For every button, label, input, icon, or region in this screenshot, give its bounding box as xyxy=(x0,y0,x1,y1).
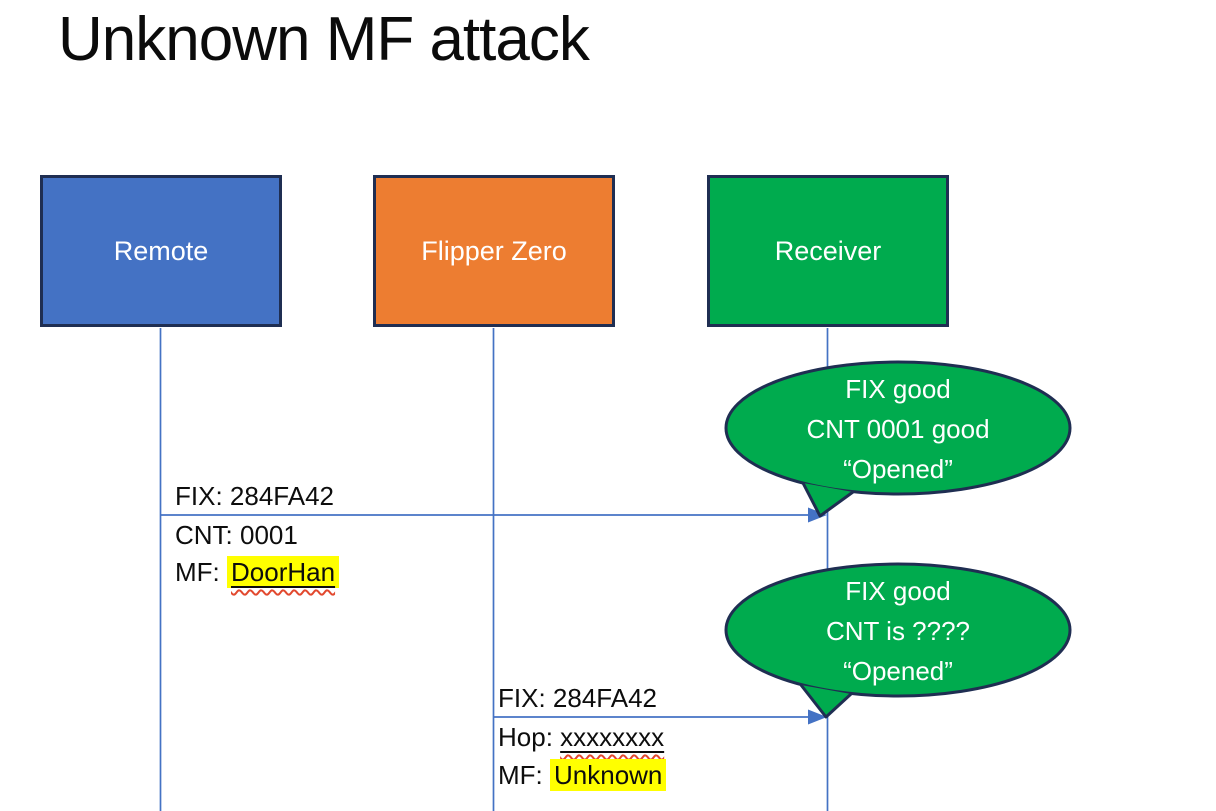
callout-bubble-2 xyxy=(724,562,1072,719)
actor-label-remote: Remote xyxy=(113,235,209,266)
callout-1-text: FIX good CNT 0001 good “Opened” xyxy=(738,369,1058,489)
actor-label-receiver: Receiver xyxy=(774,235,882,266)
callout-2-line-1: FIX good xyxy=(845,576,951,606)
callout-1-line-3: “Opened” xyxy=(843,454,953,484)
page-title: Unknown MF attack xyxy=(58,5,590,74)
callout-2-line-3: “Opened” xyxy=(843,656,953,686)
callout-1-line-1: FIX good xyxy=(845,374,951,404)
message-2-label-fix: FIX: 284FA42 xyxy=(498,683,657,713)
actor-box-flipper-zero: Flipper Zero xyxy=(373,175,615,327)
actor-box-receiver: Receiver xyxy=(707,175,949,327)
message-1-label-mf: MF: DoorHan xyxy=(175,556,340,589)
message-1-arrowhead-icon xyxy=(808,507,827,523)
message-1-mf-prefix: MF: xyxy=(175,557,227,587)
callout-bubble-1 xyxy=(724,360,1072,518)
callout-2-text: FIX good CNT is ???? “Opened” xyxy=(738,571,1058,691)
callout-2-line-2: CNT is ???? xyxy=(825,616,971,646)
actor-label-flipper-zero: Flipper Zero xyxy=(421,235,567,266)
message-2-arrowhead-icon xyxy=(808,709,827,725)
actor-box-remote: Remote xyxy=(40,175,282,327)
message-2-mf-value: Unknown xyxy=(550,759,667,791)
message-1-label-cnt: CNT: 0001 xyxy=(175,520,298,550)
message-2-label-mf: MF: Unknown xyxy=(498,759,667,792)
message-2-hop-prefix: Hop: xyxy=(498,722,561,752)
message-2-mf-prefix: MF: xyxy=(498,760,550,790)
message-1-label-fix: FIX: 284FA42 xyxy=(175,481,334,511)
callout-1-line-2: CNT 0001 good xyxy=(806,414,990,444)
message-2-label-hop: Hop: xxxxxxxx xyxy=(498,721,664,754)
message-2-hop-value: xxxxxxxx xyxy=(560,722,665,752)
message-1-mf-value: DoorHan xyxy=(231,557,336,587)
